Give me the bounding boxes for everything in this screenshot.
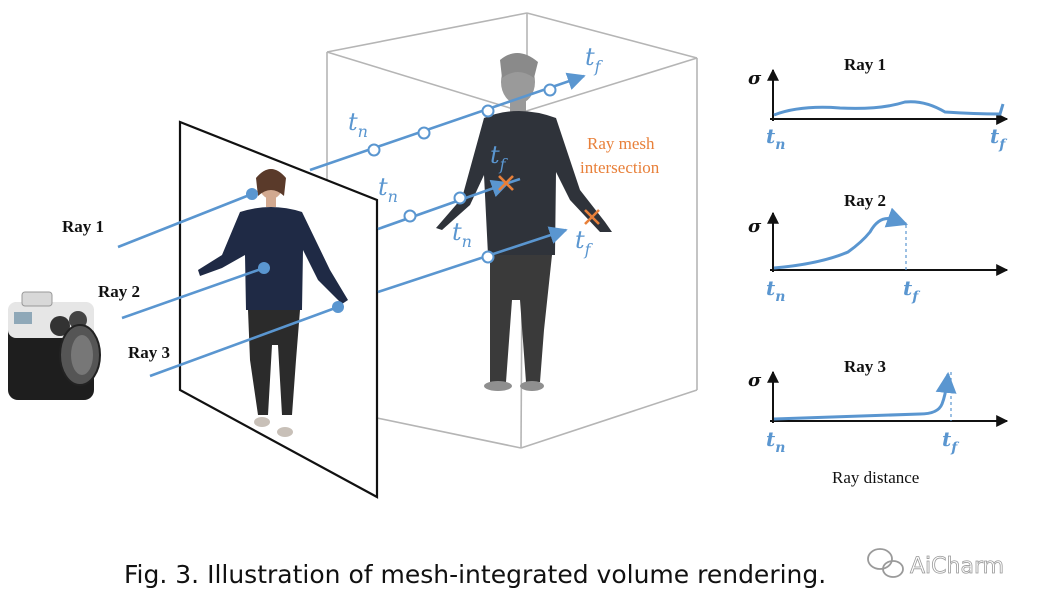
- figure-caption: Fig. 3. Illustration of mesh-integrated …: [124, 560, 826, 589]
- intersection-x-ray-2: [498, 175, 514, 191]
- svg-text:tf: tf: [490, 141, 509, 174]
- ray-3-line-back: [377, 226, 568, 294]
- plot-3-curve: [773, 371, 957, 421]
- plot-ray-3: σ Ray 3 tn tf Ray distance: [748, 357, 1009, 487]
- ray-sample-points: [367, 83, 557, 264]
- rays: [117, 72, 586, 378]
- ray-2-label: Ray 2: [98, 282, 140, 301]
- intersection-markers: [498, 175, 600, 225]
- mesh-person: [436, 52, 612, 391]
- svg-text:tn: tn: [348, 108, 368, 141]
- plot-2-curve: [773, 207, 908, 270]
- plot-2-tf: t: [903, 276, 913, 300]
- plot-1-tf: t: [990, 124, 1000, 148]
- watermark-text: AiCharm: [910, 554, 1004, 579]
- plot-ray-2: σ Ray 2 tn tf: [748, 191, 1009, 305]
- svg-text:tf: tf: [575, 226, 594, 259]
- plot-3-tn: t: [766, 427, 776, 451]
- ray-t-labels: tn tf tn tf tn tf: [348, 43, 604, 259]
- intersection-label-line1: Ray mesh: [587, 134, 655, 153]
- svg-text:tn: tn: [766, 276, 785, 305]
- ray-2-tail: [507, 177, 521, 185]
- plot-x-axis-label: Ray distance: [832, 468, 919, 487]
- plot-3-ylabel: σ: [748, 370, 762, 391]
- plot-3-title: Ray 3: [844, 357, 886, 376]
- wechat-icon: [867, 548, 904, 578]
- svg-text:tf: tf: [903, 276, 921, 305]
- svg-text:tf: tf: [585, 43, 604, 76]
- plot-1-curve: [773, 100, 1005, 117]
- svg-text:tn: tn: [452, 218, 472, 251]
- tf-ray1: t: [585, 43, 595, 71]
- camera-icon: [8, 291, 101, 400]
- ray-1-line-back: [309, 72, 586, 172]
- svg-text:tf: tf: [942, 427, 960, 456]
- ray-2-line-front: [121, 266, 265, 320]
- plot-1-tn: t: [766, 124, 776, 148]
- plot-1-ylabel: σ: [748, 68, 762, 89]
- tn-ray3: t: [452, 218, 462, 246]
- ray-3-label: Ray 3: [128, 343, 170, 362]
- svg-text:tn: tn: [766, 427, 785, 456]
- plot-3-tf: t: [942, 427, 952, 451]
- svg-text:tn: tn: [378, 173, 398, 206]
- plot-2-tn: t: [766, 276, 776, 300]
- svg-text:tf: tf: [990, 124, 1008, 153]
- plot-1-title: Ray 1: [844, 55, 886, 74]
- ray-1-line-front: [117, 192, 253, 249]
- ray-1-label: Ray 1: [62, 217, 104, 236]
- intersection-label-line2: intersection: [580, 158, 660, 177]
- tf-ray2: t: [490, 141, 500, 169]
- ray-3-line-front: [149, 305, 339, 378]
- plot-ray-1: σ Ray 1 tn tf: [748, 55, 1008, 153]
- ray-2-line-back: [377, 179, 510, 231]
- tn-ray2: t: [378, 173, 388, 201]
- plot-2-title: Ray 2: [844, 191, 886, 210]
- svg-text:tn: tn: [766, 124, 785, 153]
- person-photo: [198, 169, 348, 437]
- watermark: AiCharm: [867, 548, 1004, 579]
- plot-2-ylabel: σ: [748, 216, 762, 237]
- tf-ray3: t: [575, 226, 585, 254]
- ray-plane-points: [246, 188, 344, 313]
- tn-ray1: t: [348, 108, 358, 136]
- intersection-x-ray-3: [584, 209, 600, 225]
